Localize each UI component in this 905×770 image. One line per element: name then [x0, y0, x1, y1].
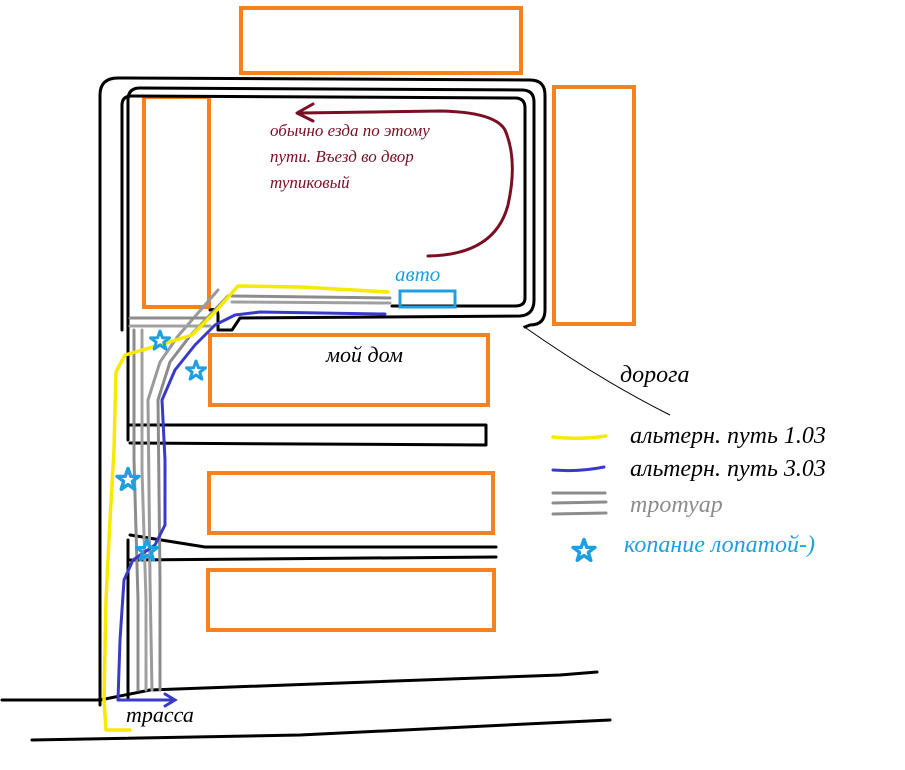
legend-sidewalk-swatch-c [551, 511, 608, 516]
usual-route-line [298, 109, 514, 258]
legend-blue-swatch [551, 465, 606, 473]
dig-star-4 [134, 538, 160, 562]
highway-top-edge [0, 670, 599, 702]
building-my-house [208, 333, 490, 407]
building-left [142, 95, 211, 309]
building-middle [207, 471, 495, 535]
car-marker [398, 289, 457, 309]
legend-digging-star [571, 537, 597, 563]
sidewalk-diagonal-b [146, 288, 220, 692]
sidewalk-top-a [230, 294, 392, 300]
sidewalk-left-a [132, 328, 140, 692]
legend-yellow-route-label: альтерн. путь 1.03 [630, 423, 826, 449]
blue-route-line [116, 310, 387, 702]
building-bottom [206, 568, 496, 632]
dig-star-1 [149, 329, 171, 351]
usual-route [295, 102, 514, 258]
outer-road-outer-edge [98, 76, 547, 707]
legend-symbols [551, 434, 608, 563]
side-road-lower-b [128, 555, 498, 562]
usual-route-arrowhead [295, 102, 315, 123]
dig-star-3 [115, 466, 141, 492]
legend-sidewalk-swatch-b [551, 500, 608, 505]
note-line-1: обычно езда по этому [270, 121, 430, 140]
blue-route-arrowhead [163, 692, 178, 708]
legend-blue-route-label: альтерн. путь 3.03 [630, 456, 826, 482]
side-road-upper [128, 423, 488, 447]
sidewalk-left-b [140, 328, 148, 692]
yard-inner-loop [120, 94, 527, 332]
my-house-label: мой дом [326, 342, 403, 367]
road-label: дорога [620, 362, 690, 388]
roads [0, 76, 612, 742]
yellow-route-line [102, 284, 390, 732]
usual-route-note: обычно езда по этому пути. Въезд во двор… [270, 118, 430, 196]
building-top [239, 6, 523, 75]
blue-route [116, 310, 387, 708]
highway-label: трасса [126, 702, 194, 727]
dig-star-2 [185, 359, 207, 381]
legend-digging-label: копание лопатой-) [624, 532, 815, 558]
legend-sidewalk-label: тротуар [630, 492, 723, 518]
note-line-2: пути. Въезд во двор [270, 147, 414, 166]
road-pointer-line [522, 325, 671, 416]
highway-bottom-edge [30, 718, 612, 742]
sidewalk-top-b [230, 300, 392, 305]
side-road-lower [128, 533, 498, 549]
legend-yellow-swatch [551, 434, 608, 441]
note-line-3: тупиковый [270, 173, 350, 192]
digging-stars [115, 329, 207, 562]
building-right [552, 85, 636, 326]
outer-road-inner-edge [126, 86, 536, 442]
car-label: авто [395, 262, 441, 286]
